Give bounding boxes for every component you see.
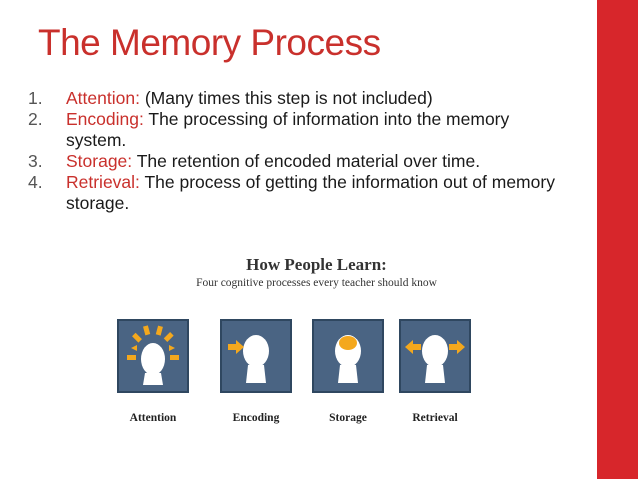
list-item: 1. Attention: (Many times this step is n… [28,88,573,109]
panel-label-encoding: Encoding [232,412,280,424]
list-text: The retention of encoded material over t… [132,151,481,171]
list-number: 4. [28,172,43,192]
panel-label-retrieval: Retrieval [412,412,458,424]
list-item: 3. Storage: The retention of encoded mat… [28,151,573,172]
list-item: 2. Encoding: The processing of informati… [28,109,573,151]
list-number: 2. [28,109,43,129]
panel-storage [312,319,384,393]
figure-subtitle: Four cognitive processes every teacher s… [196,277,437,289]
how-people-learn-figure: How People Learn: Four cognitive process… [89,244,544,479]
list-text: The processing of information into the m… [66,109,510,150]
panel-label-attention: Attention [129,412,177,424]
memory-process-list: 1. Attention: (Many times this step is n… [28,88,573,214]
head-attention-icon [127,325,179,385]
panel-encoding [220,319,292,393]
list-term: Attention: [66,88,140,108]
figure-title: How People Learn: [246,255,387,274]
list-text: (Many times this step is not included) [139,88,433,108]
accent-bar [597,0,638,479]
head-encoding-icon [228,335,269,383]
list-text: The process of getting the information o… [66,172,555,213]
panel-attention [117,319,189,393]
list-item: 4. Retrieval: The process of getting the… [28,172,573,214]
slide-title: The Memory Process [38,22,381,63]
panel-label-storage: Storage [329,412,367,424]
list-term: Storage: [66,151,133,171]
list-number: 3. [28,151,43,171]
panel-retrieval [399,319,471,393]
list-number: 1. [28,88,43,108]
head-retrieval-icon [405,335,465,383]
list-term: Retrieval: [66,172,140,192]
list-term: Encoding: [66,109,144,129]
head-storage-icon [335,335,361,383]
